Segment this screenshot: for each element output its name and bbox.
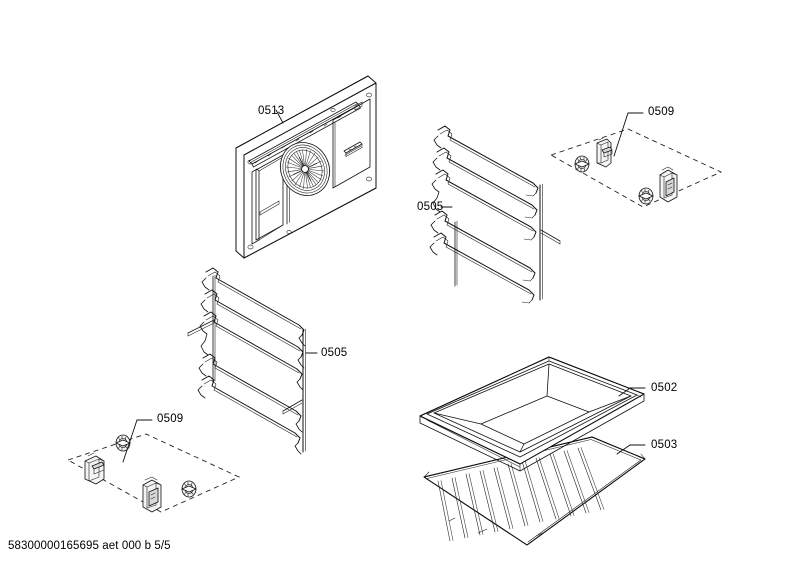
part-fan-back-panel — [235, 75, 377, 259]
part-label-0513: 0513 — [258, 105, 285, 117]
part-baking-tray — [419, 356, 646, 472]
leader-0503 — [616, 444, 646, 455]
thumb-nut-icon — [574, 155, 590, 173]
fan-grille-icon — [279, 142, 331, 196]
retaining-clip-icon — [142, 476, 162, 513]
thumb-nut-icon — [115, 434, 131, 452]
part-wire-grid — [423, 436, 646, 546]
part-label-0505-left: 0505 — [321, 347, 348, 359]
leader-0509-left — [122, 419, 153, 463]
kit-outline-right — [549, 128, 723, 208]
leader-0513 — [275, 109, 284, 124]
document-footer-code: 58300000165695 aet 000 b 5/5 — [8, 540, 171, 552]
part-label-0503: 0503 — [651, 439, 678, 451]
thumb-nut-icon — [638, 187, 654, 205]
part-hardware-kit-left — [66, 419, 241, 513]
part-shelf-rail-right — [429, 125, 561, 304]
leader-0509-right — [613, 112, 644, 157]
part-label-0502: 0502 — [651, 382, 678, 394]
part-shelf-rail-left — [187, 267, 318, 455]
bracket-clip-icon — [596, 137, 613, 168]
part-label-0505-right: 0505 — [417, 201, 444, 213]
part-hardware-kit-right — [549, 112, 723, 208]
thumb-nut-icon — [181, 480, 197, 498]
part-label-0509-right: 0509 — [648, 106, 675, 118]
bracket-clip-icon — [84, 452, 105, 485]
leader-0502 — [618, 387, 646, 397]
part-label-0509-left: 0509 — [157, 413, 184, 425]
retaining-clip-icon — [659, 166, 678, 203]
